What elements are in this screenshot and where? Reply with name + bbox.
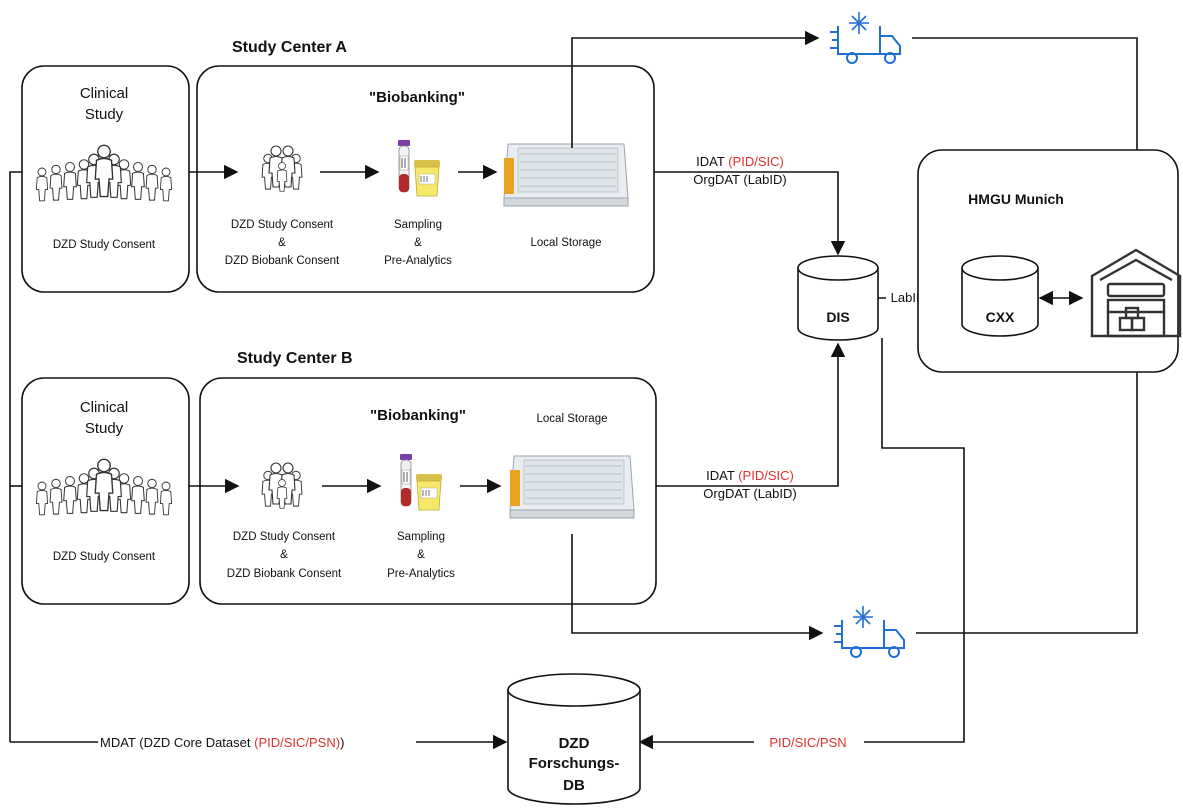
hmgu-title: HMGU Munich <box>968 191 1064 207</box>
arrow-storage-a-to-truck <box>571 30 820 148</box>
dis-database <box>797 255 879 341</box>
biobanking-a-consent-2: & <box>278 237 286 249</box>
biobanking-a-sampling-3: Pre-Analytics <box>384 255 452 267</box>
refrigerated-truck-icon <box>833 605 905 658</box>
biobanking-a-storage: Local Storage <box>531 237 602 249</box>
forschungs-db-line1: DZD <box>559 735 590 752</box>
mdat-label: MDAT (DZD Core Dataset (PID/SIC/PSN)) <box>100 735 344 750</box>
arrow-truck-bottom-to-warehouse <box>916 346 1145 634</box>
cxx-database <box>961 255 1039 337</box>
biobanking-b-sampling-3: Pre-Analytics <box>387 568 455 580</box>
flow-label-a-orgdat: OrgDAT (LabID) <box>693 172 786 187</box>
arrow-storage-b-to-truck <box>571 534 824 641</box>
flow-label-a-idat: IDAT (PID/SIC) <box>696 154 784 169</box>
biobanking-b-sampling-2: & <box>417 549 425 561</box>
biobanking-a-consent-1: DZD Study Consent <box>231 219 334 231</box>
sample-rack-icon <box>503 143 629 207</box>
refrigerated-truck-icon <box>829 11 901 64</box>
biobanking-b-consent-2: & <box>280 549 288 561</box>
forschungs-db-database <box>507 673 641 805</box>
left-rail-line <box>9 171 22 742</box>
labid-link-label: LabID <box>891 290 926 305</box>
biobanking-b-storage: Local Storage <box>537 413 608 425</box>
clinical-study-b-consent: DZD Study Consent <box>53 551 156 563</box>
arrow-storage-a-to-dis <box>654 171 846 256</box>
forschungs-db-line2: Forschungs- <box>529 755 620 772</box>
arrow-storage-b-to-dis <box>656 342 846 487</box>
dis-label: DIS <box>826 309 849 325</box>
arrow-dis-to-forschungs-db <box>638 338 965 750</box>
flow-label-b-idat: IDAT (PID/SIC) <box>706 468 794 483</box>
biobanking-b-title: "Biobanking" <box>370 407 466 424</box>
forschungs-db-line3: DB <box>563 777 585 794</box>
clinical-study-b-title-1: Clinical <box>80 399 128 416</box>
biobanking-a-title: "Biobanking" <box>369 89 465 106</box>
biobanking-a-sampling-1: Sampling <box>394 219 442 231</box>
biobanking-b-consent-1: DZD Study Consent <box>233 531 336 543</box>
psn-label: PID/SIC/PSN <box>769 735 846 750</box>
clinical-study-a-consent: DZD Study Consent <box>53 239 156 251</box>
biobanking-a-consent-3: DZD Biobank Consent <box>225 255 340 267</box>
clinical-study-b-title-2: Study <box>85 420 124 437</box>
clinical-study-a-title-1: Clinical <box>80 85 128 102</box>
sample-rack-icon <box>509 455 635 519</box>
biobanking-b-sampling-1: Sampling <box>397 531 445 543</box>
study-center-a-title: Study Center A <box>232 39 347 56</box>
cxx-label: CXX <box>986 309 1015 325</box>
study-center-b-title: Study Center B <box>237 350 353 367</box>
clinical-study-a-title-2: Study <box>85 106 124 123</box>
biobanking-b-consent-3: DZD Biobank Consent <box>227 568 342 580</box>
flow-label-b-orgdat: OrgDAT (LabID) <box>703 486 796 501</box>
biobanking-a-sampling-2: & <box>414 237 422 249</box>
